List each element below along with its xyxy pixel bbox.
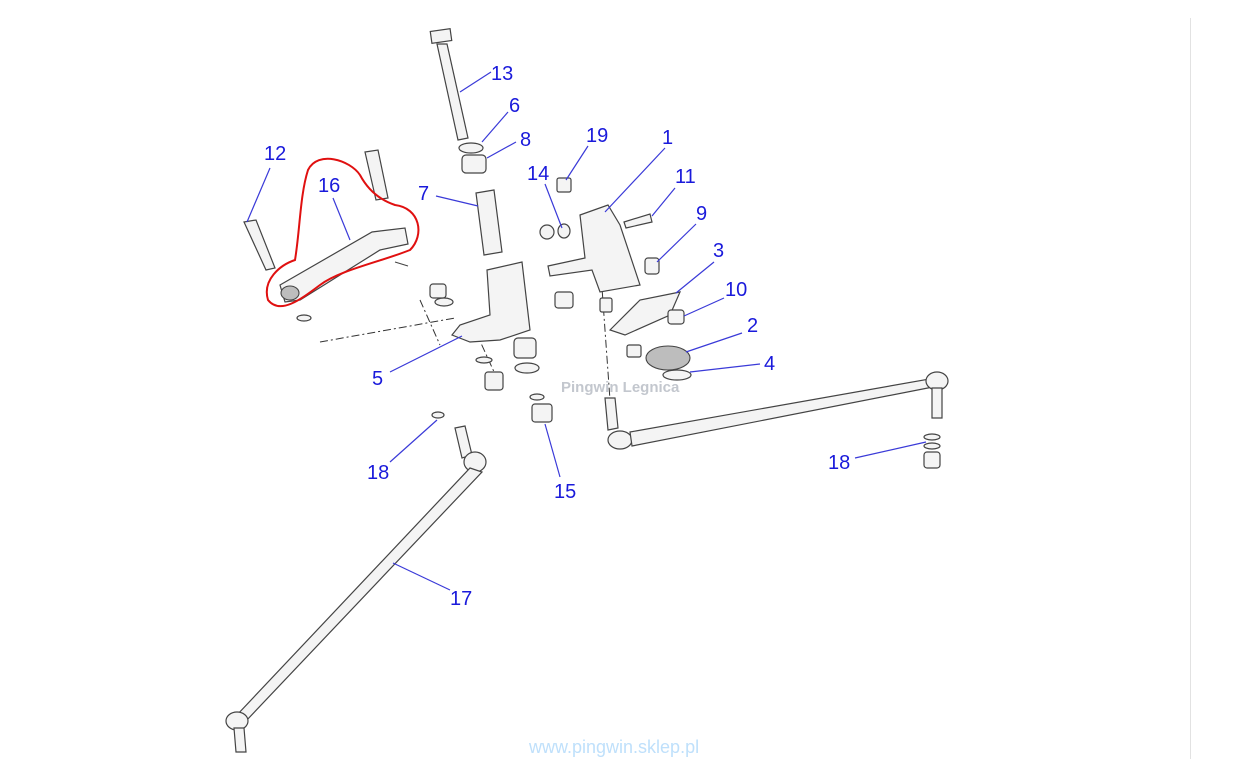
tie-rod-right — [604, 371, 949, 469]
bushing — [554, 291, 574, 309]
callout-5: 5 — [372, 368, 383, 390]
callout-6: 6 — [509, 95, 520, 117]
part-1-knuckle — [547, 204, 641, 293]
callout-15: 15 — [554, 481, 576, 503]
callout-3: 3 — [713, 240, 724, 262]
pin — [394, 261, 409, 267]
part-5-lower-collar — [513, 337, 537, 359]
nut — [484, 371, 504, 391]
part-11-bolt — [623, 213, 653, 229]
callout-7: 7 — [418, 183, 429, 205]
callout-9: 9 — [696, 203, 707, 225]
part-8-bushing — [461, 154, 487, 174]
part-12-bolt — [243, 219, 276, 271]
nut — [626, 344, 642, 358]
washer — [434, 297, 454, 307]
part-10-nut — [667, 309, 685, 325]
callout-11: 11 — [675, 166, 696, 188]
callout-17: 17 — [450, 588, 472, 610]
part-13-bolt — [429, 27, 469, 141]
callout-4: 4 — [764, 353, 775, 375]
callout-2: 2 — [747, 315, 758, 337]
part-3-plate — [608, 291, 682, 336]
seal — [514, 362, 540, 374]
callout-18-right: 18 — [828, 452, 850, 474]
right-divider — [1190, 18, 1191, 759]
callout-14: 14 — [527, 163, 549, 185]
part-15-bushing — [531, 403, 553, 423]
washer — [475, 356, 493, 364]
part-19-nut — [556, 177, 572, 193]
part-2-bearing — [645, 345, 691, 371]
part-9-bolt — [644, 257, 660, 275]
link-eye — [280, 285, 300, 301]
callout-12: 12 — [264, 143, 286, 165]
callout-8: 8 — [520, 129, 531, 151]
part-6-washer — [458, 142, 484, 154]
bolt — [364, 149, 389, 201]
part-7-tube — [475, 189, 503, 256]
washer — [529, 393, 545, 401]
part-17-tie-rod — [225, 411, 487, 753]
footer-url[interactable]: www.pingwin.sklep.pl — [529, 737, 700, 757]
part-14-washer — [557, 223, 571, 239]
part-16-link — [279, 227, 409, 303]
assembly-axis — [319, 259, 611, 401]
part-5-steering-post — [451, 261, 531, 343]
washer — [296, 314, 312, 322]
callout-18-left: 18 — [367, 462, 389, 484]
watermark: Pingwin Legnica — [561, 379, 680, 396]
bushing — [429, 283, 447, 299]
callout-1: 1 — [662, 127, 673, 149]
part-4-ring — [662, 369, 692, 381]
bolt — [599, 297, 613, 313]
leader-lines — [246, 71, 927, 591]
part-14-washer — [539, 224, 555, 240]
callout-16: 16 — [318, 175, 340, 197]
callout-10: 10 — [725, 279, 747, 301]
callout-19: 19 — [586, 125, 608, 147]
part-16-highlight-outline — [265, 157, 420, 308]
callout-13: 13 — [491, 63, 513, 85]
